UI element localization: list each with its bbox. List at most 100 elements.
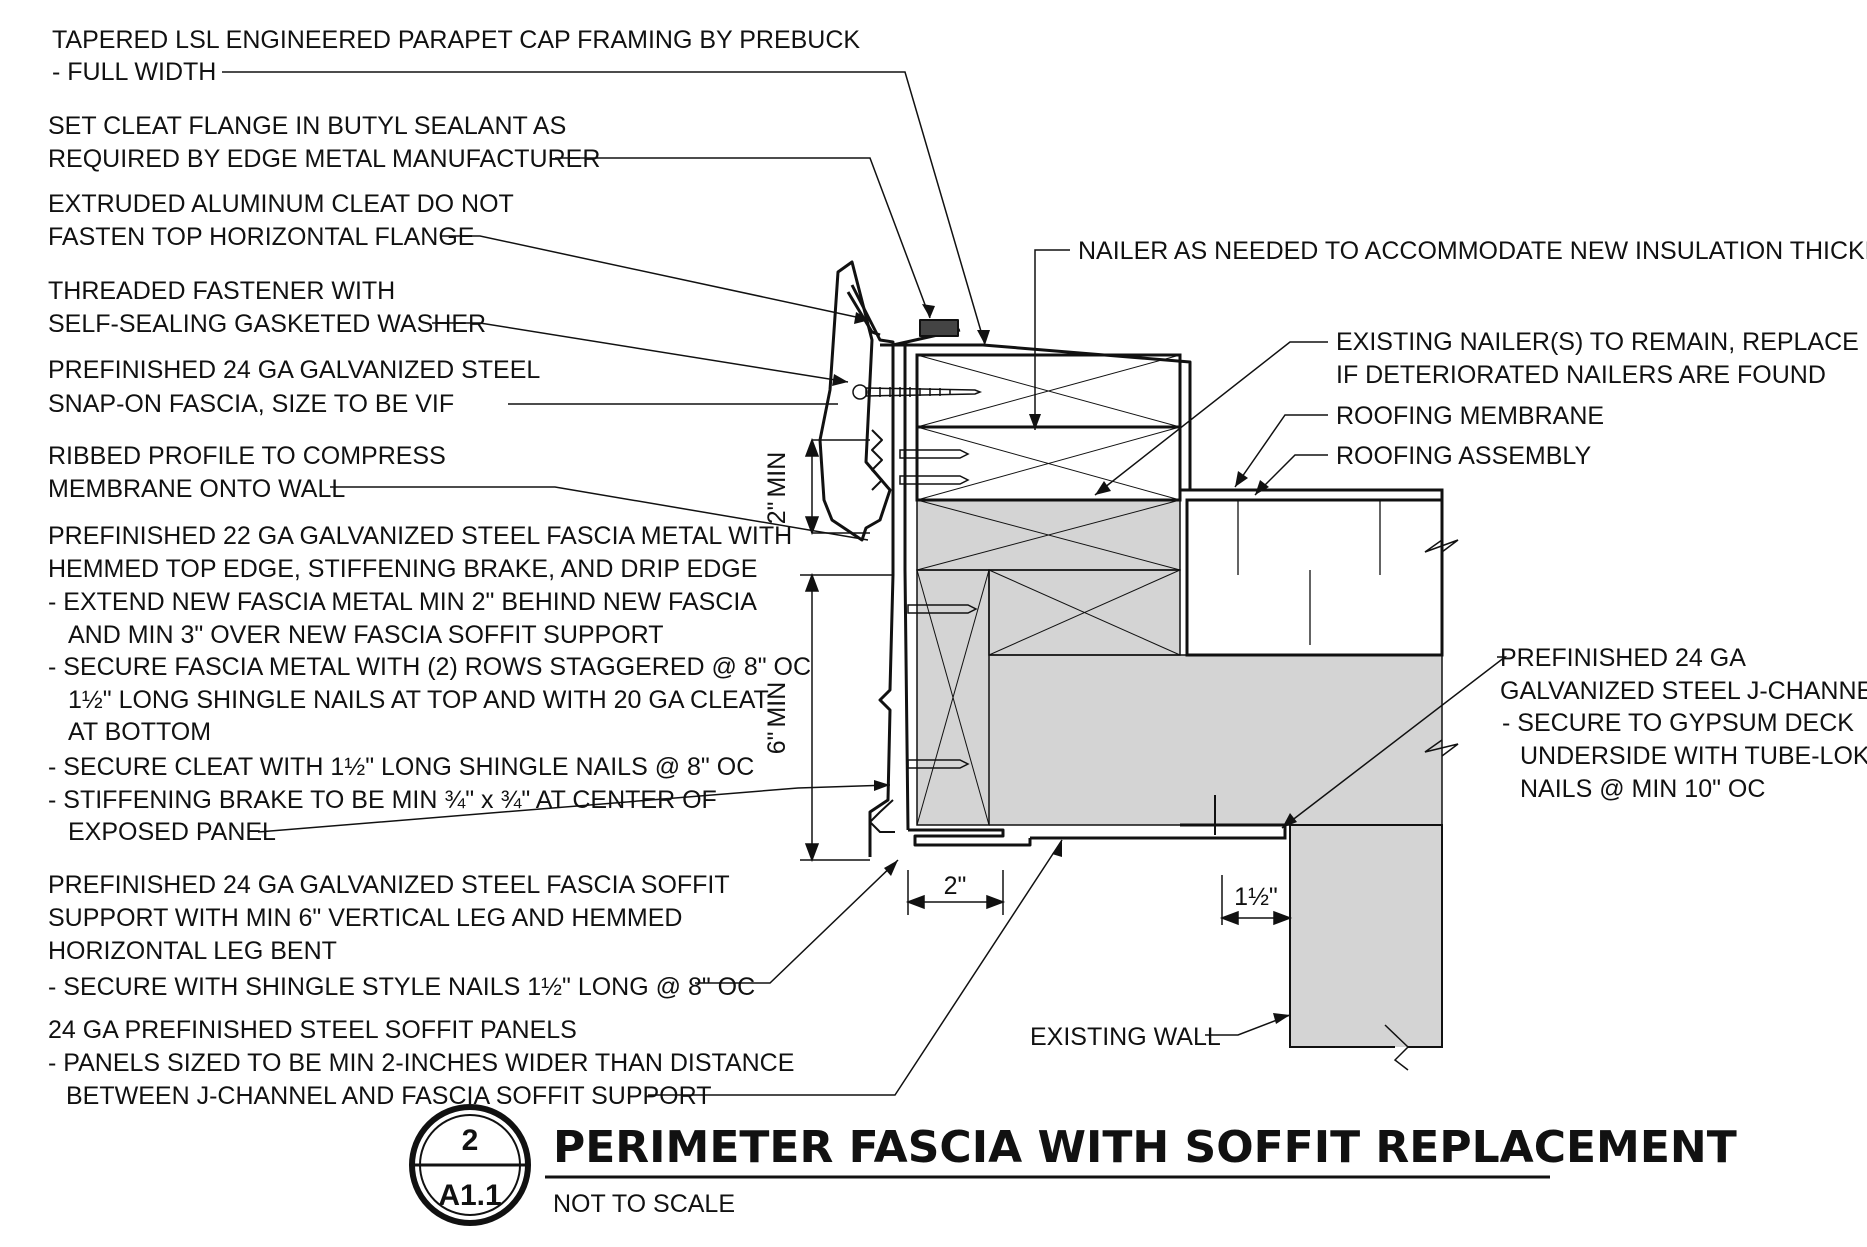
metal-flashing (818, 260, 1205, 857)
note-line: EXISTING NAILER(S) TO REMAIN, REPLACE (1336, 328, 1859, 356)
note-line: PREFINISHED 22 GA GALVANIZED STEEL FASCI… (48, 522, 792, 550)
note-line: RIBBED PROFILE TO COMPRESS (48, 442, 446, 470)
note-existing-wall: EXISTING WALL (1030, 1023, 1221, 1051)
note-line: - EXTEND NEW FASCIA METAL MIN 2" BEHIND … (48, 588, 757, 616)
arrowhead (832, 374, 848, 386)
leader-roofing-assembly (1254, 454, 1328, 496)
note-line: HORIZONTAL LEG BENT (48, 937, 337, 965)
note-line: BETWEEN J-CHANNEL AND FASCIA SOFFIT SUPP… (66, 1082, 711, 1110)
note-threaded-fastener: THREADED FASTENER WITH SELF-SEALING GASK… (48, 277, 486, 338)
note-line: SNAP-ON FASCIA, SIZE TO BE VIF (48, 390, 454, 418)
leader-nailer-insulation (1034, 249, 1070, 430)
note-line: SELF-SEALING GASKETED WASHER (48, 310, 486, 338)
note-soffit-panels: 24 GA PREFINISHED STEEL SOFFIT PANELS - … (48, 1016, 794, 1110)
dimension-2in (905, 870, 1006, 915)
arrowhead (884, 860, 898, 876)
dim-2in-label: 2"MIN (763, 452, 791, 525)
new-nailer-x2 (916, 426, 1181, 501)
arrowhead (1255, 480, 1269, 495)
dim-2in-horizontal-label: 2" (944, 872, 967, 900)
note-cleat-flange-sealant: SET CLEAT FLANGE IN BUTYL SEALANT AS REQ… (48, 112, 600, 173)
note-line: IF DETERIORATED NAILERS ARE FOUND (1336, 361, 1826, 389)
note-line: MEMBRANE ONTO WALL (48, 475, 345, 503)
arrowhead (1273, 1013, 1290, 1024)
roofing-membrane (1187, 488, 1444, 500)
note-line: - FULL WIDTH (52, 58, 216, 86)
note-nailer-insulation: NAILER AS NEEDED TO ACCOMMODATE NEW INSU… (1078, 237, 1867, 265)
detail-title: PERIMETER FASCIA WITH SOFFIT REPLACEMENT (553, 1122, 1737, 1173)
dim-6in-label: 6"MIN (763, 682, 791, 755)
note-line: 1½" LONG SHINGLE NAILS AT TOP AND WITH 2… (68, 686, 769, 714)
arrowhead (1052, 840, 1062, 857)
scale-note: NOT TO SCALE (553, 1190, 735, 1218)
note-line: UNDERSIDE WITH TUBE-LOK (1520, 742, 1867, 770)
arrowhead (874, 780, 890, 791)
shingle-nail-top-1 (899, 449, 970, 459)
j-channel (1180, 823, 1287, 840)
note-line: 24 GA PREFINISHED STEEL SOFFIT PANELS (48, 1016, 577, 1044)
leader-existing-wall (1205, 1014, 1291, 1036)
arrowhead (922, 304, 935, 318)
threaded-fastener (852, 384, 983, 400)
arrowhead (1095, 481, 1111, 495)
butyl-sealant (919, 319, 959, 337)
note-aluminum-cleat: EXTRUDED ALUMINUM CLEAT DO NOT FASTEN TO… (48, 190, 514, 251)
leader-ribbed-profile (330, 486, 869, 541)
leader-soffit-panels (648, 839, 1063, 1096)
break-deck (1424, 739, 1459, 757)
arrowhead (977, 330, 990, 345)
soffit-support (908, 828, 1032, 847)
fascia-nailer-x2 (916, 569, 990, 826)
note-line: HEMMED TOP EDGE, STIFFENING BRAKE, AND D… (48, 555, 757, 583)
leader-existing-nailers (1094, 341, 1328, 496)
note-line: PREFINISHED 24 GA GALVANIZED STEEL (48, 356, 540, 384)
note-line: - SECURE TO GYPSUM DECK (1502, 709, 1854, 737)
arrowhead (1029, 414, 1041, 430)
leader-j-channel (1281, 656, 1508, 829)
fascia-metal-inner (903, 345, 910, 831)
note-line: EXTRUDED ALUMINUM CLEAT DO NOT (48, 190, 514, 218)
leader-fascia-metal (257, 784, 891, 833)
fascia-metal (868, 345, 895, 857)
note-line: - SECURE FASCIA METAL WITH (2) ROWS STAG… (48, 653, 811, 681)
note-line: - STIFFENING BRAKE TO BE MIN ¾" x ¾" AT … (48, 786, 717, 814)
shingle-nail-mid (907, 604, 978, 614)
note-line: SUPPORT WITH MIN 6" VERTICAL LEG AND HEM… (48, 904, 682, 932)
note-line: AT BOTTOM (68, 718, 211, 746)
existing-nailer-x2 (916, 499, 1181, 571)
drip-edge (869, 799, 895, 833)
aluminum-cleat (846, 284, 961, 347)
note-parapet-cap: TAPERED LSL ENGINEERED PARAPET CAP FRAMI… (52, 26, 860, 86)
lower-nailer-x2 (988, 569, 1181, 656)
cap-nailer-x2 (916, 354, 1181, 428)
existing-wall-fill (1290, 825, 1442, 1047)
note-line: ROOFING ASSEMBLY (1336, 442, 1591, 470)
note-line: FASTEN TOP HORIZONTAL FLANGE (48, 223, 474, 251)
note-fascia-metal: PREFINISHED 22 GA GALVANIZED STEEL FASCI… (48, 522, 811, 846)
detail-callout-bubble: 2 A1.1 (409, 1104, 531, 1226)
arrowhead (854, 312, 870, 324)
fascia-backer-nailer (916, 569, 990, 826)
note-line: GALVANIZED STEEL J-CHANNEL (1500, 677, 1867, 705)
shingle-nail-low (907, 759, 970, 769)
note-line: NAILS @ MIN 10" OC (1520, 775, 1765, 803)
note-line: EXISTING WALL (1030, 1023, 1221, 1051)
note-roofing-membrane: ROOFING MEMBRANE (1336, 402, 1604, 430)
note-line: TAPERED LSL ENGINEERED PARAPET CAP FRAMI… (52, 26, 860, 54)
leader-parapet-cap (222, 71, 986, 346)
note-existing-nailers: EXISTING NAILER(S) TO REMAIN, REPLACE IF… (1336, 328, 1859, 389)
note-snap-on-fascia: PREFINISHED 24 GA GALVANIZED STEEL SNAP-… (48, 356, 540, 418)
leader-lines (222, 71, 1508, 1096)
fasteners (852, 384, 983, 769)
leader-threaded-fastener (432, 322, 849, 383)
break-roof (1424, 500, 1459, 655)
note-line: THREADED FASTENER WITH (48, 277, 395, 305)
arrowhead (1235, 471, 1248, 487)
note-soffit-support: PREFINISHED 24 GA GALVANIZED STEEL FASCI… (48, 871, 755, 1001)
dimension-1-half (1219, 875, 1293, 926)
note-line: REQUIRED BY EDGE METAL MANUFACTURER (48, 145, 600, 173)
note-line: - PANELS SIZED TO BE MIN 2-INCHES WIDER … (48, 1049, 794, 1077)
leader-arrowheads (832, 304, 1297, 1024)
